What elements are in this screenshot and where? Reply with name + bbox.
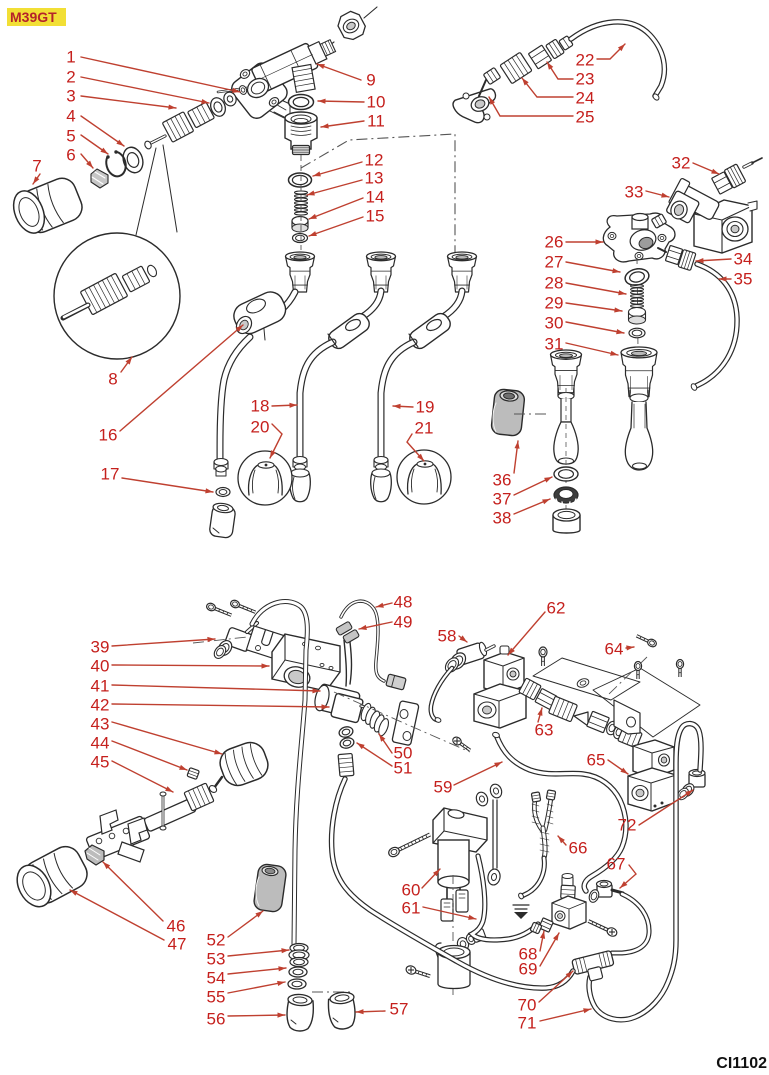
svg-text:50: 50 bbox=[394, 744, 413, 763]
svg-text:68: 68 bbox=[519, 945, 538, 964]
svg-text:M39GT: M39GT bbox=[10, 9, 57, 25]
svg-text:27: 27 bbox=[545, 253, 564, 272]
svg-text:47: 47 bbox=[168, 935, 187, 954]
svg-text:33: 33 bbox=[625, 183, 644, 202]
svg-text:45: 45 bbox=[91, 753, 110, 772]
svg-text:28: 28 bbox=[545, 274, 564, 293]
svg-text:53: 53 bbox=[207, 950, 226, 969]
svg-text:4: 4 bbox=[66, 107, 75, 126]
svg-text:24: 24 bbox=[576, 89, 595, 108]
svg-text:67: 67 bbox=[607, 855, 626, 874]
svg-text:22: 22 bbox=[576, 51, 595, 70]
svg-text:51: 51 bbox=[394, 759, 413, 778]
svg-text:48: 48 bbox=[394, 593, 413, 612]
svg-text:3: 3 bbox=[66, 87, 75, 106]
svg-text:20: 20 bbox=[251, 418, 270, 437]
svg-text:19: 19 bbox=[416, 398, 435, 417]
svg-text:15: 15 bbox=[366, 207, 385, 226]
svg-text:CI1102: CI1102 bbox=[716, 1055, 767, 1072]
svg-text:32: 32 bbox=[672, 154, 691, 173]
svg-text:62: 62 bbox=[547, 599, 566, 618]
svg-text:55: 55 bbox=[207, 988, 226, 1007]
svg-text:30: 30 bbox=[545, 314, 564, 333]
svg-text:5: 5 bbox=[66, 127, 75, 146]
svg-text:6: 6 bbox=[66, 146, 75, 165]
svg-text:46: 46 bbox=[167, 917, 186, 936]
svg-text:34: 34 bbox=[734, 250, 753, 269]
svg-text:26: 26 bbox=[545, 233, 564, 252]
svg-text:11: 11 bbox=[367, 112, 385, 131]
svg-text:49: 49 bbox=[394, 613, 413, 632]
svg-text:2: 2 bbox=[66, 68, 75, 87]
svg-text:23: 23 bbox=[576, 70, 595, 89]
svg-text:41: 41 bbox=[91, 677, 110, 696]
svg-text:38: 38 bbox=[493, 509, 512, 528]
svg-text:7: 7 bbox=[32, 157, 41, 176]
svg-text:13: 13 bbox=[365, 169, 384, 188]
svg-text:61: 61 bbox=[402, 899, 421, 918]
svg-text:54: 54 bbox=[207, 969, 226, 988]
svg-text:71: 71 bbox=[518, 1014, 537, 1033]
svg-text:52: 52 bbox=[207, 931, 226, 950]
svg-text:39: 39 bbox=[91, 638, 110, 657]
svg-text:43: 43 bbox=[91, 715, 110, 734]
svg-text:9: 9 bbox=[366, 71, 375, 90]
svg-text:25: 25 bbox=[576, 108, 595, 127]
svg-text:14: 14 bbox=[366, 188, 385, 207]
svg-text:42: 42 bbox=[91, 696, 110, 715]
svg-text:37: 37 bbox=[493, 490, 512, 509]
svg-text:8: 8 bbox=[108, 370, 117, 389]
svg-text:59: 59 bbox=[434, 778, 453, 797]
svg-text:63: 63 bbox=[535, 721, 554, 740]
svg-text:40: 40 bbox=[91, 657, 110, 676]
svg-text:21: 21 bbox=[415, 419, 434, 438]
svg-text:66: 66 bbox=[569, 839, 588, 858]
svg-text:35: 35 bbox=[734, 270, 753, 289]
svg-text:58: 58 bbox=[438, 627, 457, 646]
svg-text:69: 69 bbox=[519, 960, 538, 979]
svg-text:57: 57 bbox=[390, 1000, 409, 1019]
svg-text:16: 16 bbox=[99, 426, 118, 445]
svg-text:72: 72 bbox=[618, 816, 637, 835]
svg-text:56: 56 bbox=[207, 1010, 226, 1029]
svg-text:70: 70 bbox=[518, 996, 537, 1015]
svg-text:18: 18 bbox=[251, 397, 270, 416]
svg-text:12: 12 bbox=[365, 151, 384, 170]
svg-text:29: 29 bbox=[545, 294, 564, 313]
svg-text:10: 10 bbox=[367, 93, 386, 112]
svg-text:65: 65 bbox=[587, 751, 606, 770]
svg-text:17: 17 bbox=[101, 465, 120, 484]
svg-text:64: 64 bbox=[605, 640, 624, 659]
svg-text:60: 60 bbox=[402, 881, 421, 900]
svg-text:44: 44 bbox=[91, 734, 110, 753]
svg-text:1: 1 bbox=[66, 48, 75, 67]
svg-text:31: 31 bbox=[545, 335, 564, 354]
svg-text:36: 36 bbox=[493, 471, 512, 490]
